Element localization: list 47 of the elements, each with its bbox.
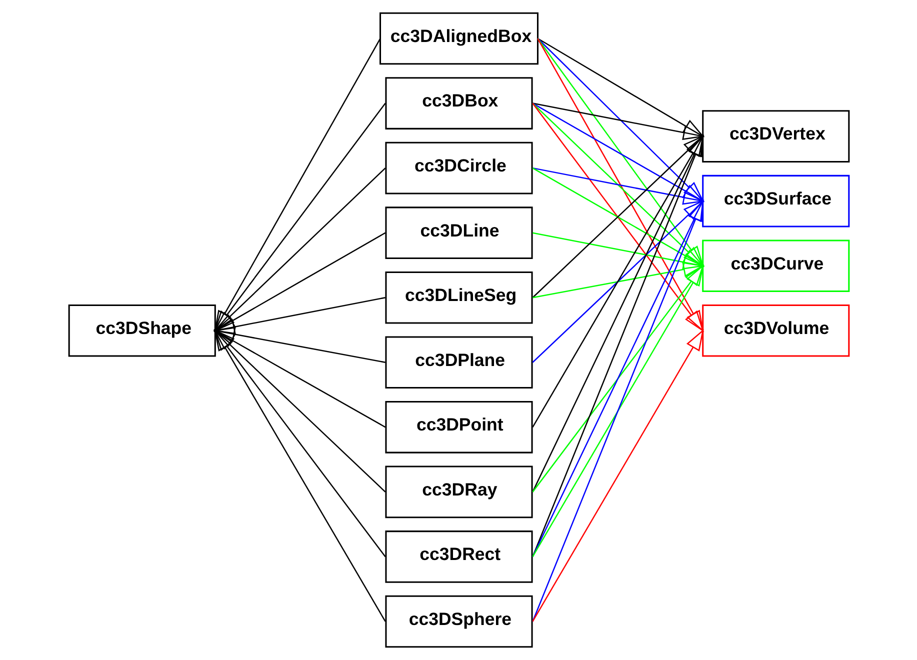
node-box: cc3DPoint xyxy=(384,401,532,454)
node-box: cc3DRect xyxy=(384,530,532,583)
node-box: cc3DBox xyxy=(384,77,532,130)
arrow xyxy=(536,38,704,202)
arrow xyxy=(536,38,704,268)
node-box: cc3DAlignedBox xyxy=(379,12,538,65)
arrow xyxy=(532,134,704,557)
arrow xyxy=(532,199,704,557)
node-box: cc3DShape xyxy=(68,304,216,357)
arrow xyxy=(532,264,704,492)
node-box: cc3DRay xyxy=(384,466,532,518)
arrow xyxy=(532,167,704,205)
arrow xyxy=(212,330,386,428)
arrow xyxy=(532,328,704,622)
arrow xyxy=(532,102,704,268)
arrow xyxy=(212,326,385,363)
arrow xyxy=(532,200,704,363)
arrow xyxy=(536,38,704,138)
arrow xyxy=(212,297,385,334)
node-box: cc3DLine xyxy=(384,206,532,259)
node-box: cc3DCurve xyxy=(702,240,850,292)
arrow xyxy=(532,134,704,428)
arrow xyxy=(213,329,386,492)
node-box: cc3DCircle xyxy=(384,142,532,194)
node-box: cc3DPlane xyxy=(384,336,532,389)
node-box: cc3DSphere xyxy=(384,595,532,648)
arrow xyxy=(532,134,704,298)
arrow xyxy=(532,199,704,622)
arrow xyxy=(213,329,386,558)
arrow xyxy=(532,134,704,492)
node-box: cc3DSurface xyxy=(702,174,850,228)
arrow xyxy=(532,264,704,558)
arrow xyxy=(532,262,704,298)
node-box: cc3DLineSeg xyxy=(384,271,532,324)
arrow xyxy=(213,102,386,332)
arrow xyxy=(212,232,386,332)
arrow xyxy=(532,102,704,332)
arrow xyxy=(214,38,380,332)
arrow xyxy=(536,38,704,332)
arrow xyxy=(213,168,386,332)
arrow xyxy=(532,102,704,140)
arrow xyxy=(214,328,386,622)
arrow xyxy=(532,168,704,267)
arrow xyxy=(532,232,704,270)
arrow xyxy=(532,102,704,202)
node-box: cc3DVolume xyxy=(702,304,850,357)
node-box: cc3DVertex xyxy=(702,110,850,162)
